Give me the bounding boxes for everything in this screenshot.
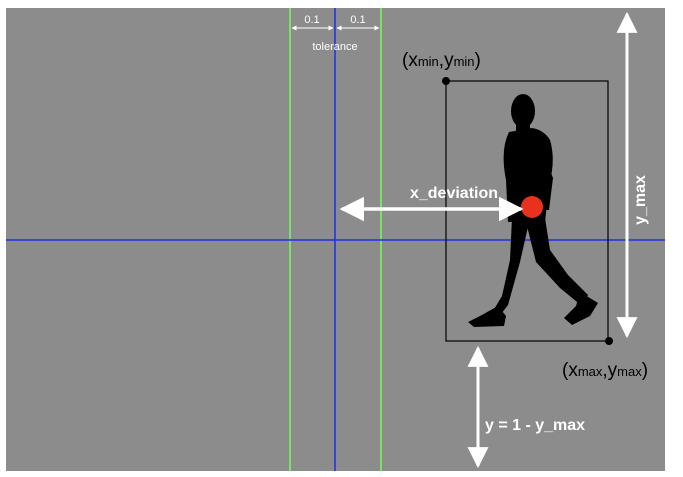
y-max-label: y_max <box>632 175 649 225</box>
min-separator: , <box>439 50 444 71</box>
max-close-paren: ) <box>642 360 648 381</box>
min-open-paren: ( <box>402 50 409 71</box>
max-separator: , <box>602 360 607 381</box>
min-x-subscript: min <box>418 54 439 69</box>
min-x-label: x <box>408 50 418 71</box>
min-corner-label: (xmin,ymin) <box>402 50 481 71</box>
tolerance-right-value: 0.1 <box>350 14 365 26</box>
min-close-paren: ) <box>475 50 481 71</box>
tolerance-left-value: 0.1 <box>304 14 319 26</box>
min-corner-point <box>442 77 450 85</box>
bbox-center-dot <box>521 196 543 218</box>
max-y-label: y <box>608 360 618 381</box>
max-open-paren: ( <box>562 360 569 381</box>
min-y-subscript: min <box>454 54 475 69</box>
max-x-label: x <box>568 360 578 381</box>
max-corner-point <box>605 337 613 345</box>
max-y-subscript: max <box>617 364 642 379</box>
max-corner-label: (xmax,ymax) <box>562 360 648 381</box>
min-y-label: y <box>444 50 454 71</box>
max-x-subscript: max <box>578 364 603 379</box>
x-deviation-label: x_deviation <box>410 185 498 202</box>
y-offset-formula-label: y = 1 - y_max <box>485 417 585 434</box>
tolerance-label: tolerance <box>312 41 357 53</box>
